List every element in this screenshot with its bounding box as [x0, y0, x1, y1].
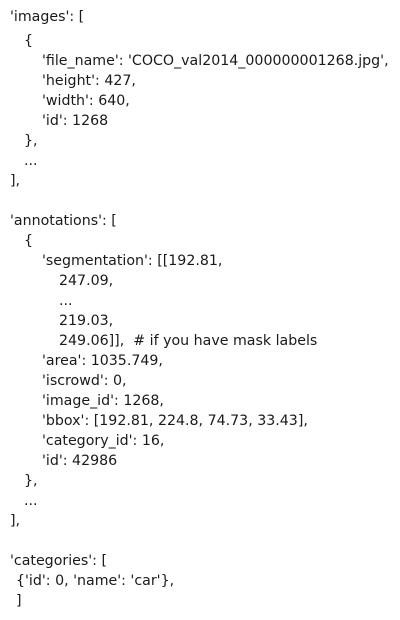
code-line-bbox: 'bbox': [192.81, 224.8, 74.73, 33.43], [42, 413, 308, 429]
code-line-width: 'width': 640, [42, 93, 130, 109]
code-line-categories-open: 'categories': [ [10, 553, 107, 569]
code-line-category-entry: {'id': 0, 'name': 'car'}, [16, 573, 175, 589]
code-line-seg-last-comment: 249.06]], # if you have mask labels [59, 333, 318, 349]
code-line-segmentation: 'segmentation': [[192.81, [42, 253, 223, 269]
code-line-image-id: 'image_id': 1268, [42, 393, 164, 409]
code-line-categories-close: ] [16, 593, 22, 609]
code-line-id: 'id': 42986 [42, 453, 118, 469]
code-line-category-id: 'category_id': 16, [42, 433, 165, 449]
code-line-images-open: 'images': [ [10, 9, 85, 25]
code-line-ellipsis: ... [24, 153, 38, 169]
code-line-brace-close: }, [24, 133, 38, 149]
code-line-seg-value: 219.03, [59, 313, 114, 329]
code-line-images-close: ], [10, 173, 21, 189]
code-line-brace-open: { [24, 33, 34, 49]
code-line-id: 'id': 1268 [42, 113, 109, 129]
code-line-brace-open: { [24, 233, 34, 249]
code-line-height: 'height': 427, [42, 73, 136, 89]
code-line-annotations-open: 'annotations': [ [10, 213, 117, 229]
code-line-area: 'area': 1035.749, [42, 353, 163, 369]
code-line-brace-close: }, [24, 473, 38, 489]
code-line-annotations-close: ], [10, 513, 21, 529]
code-line-iscrowd: 'iscrowd': 0, [42, 373, 127, 389]
code-line-seg-value: 247.09, [59, 273, 114, 289]
code-line-ellipsis: ... [24, 493, 38, 509]
code-line-file-name: 'file_name': 'COCO_val2014_000000001268.… [42, 53, 389, 69]
code-line-seg-ellipsis: ... [59, 293, 73, 309]
